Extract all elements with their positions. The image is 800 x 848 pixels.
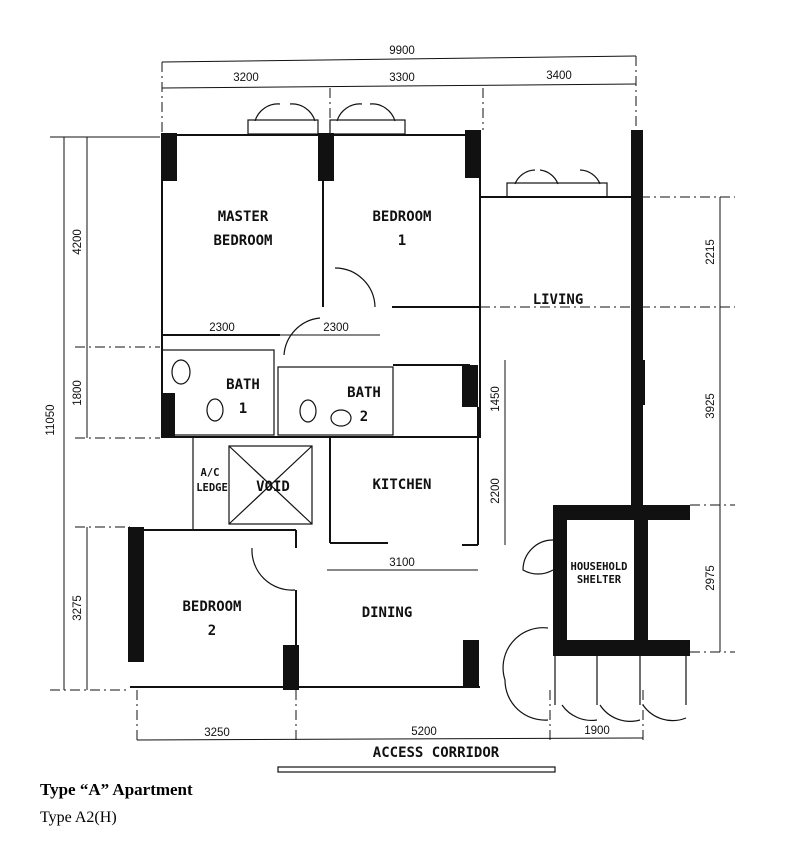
access-corridor-label: ACCESS CORRIDOR	[373, 745, 500, 761]
dim-top-total: 9900	[389, 45, 415, 57]
dim-left-total: 11050	[45, 404, 57, 435]
household-shelter-label-2: SHELTER	[577, 574, 622, 586]
dim-bath-2: 2300	[323, 322, 349, 334]
dim-right-3: 2975	[705, 565, 717, 591]
dim-left-2: 1800	[72, 380, 84, 406]
bedroom1-label: BEDROOM	[372, 209, 431, 225]
dim-bottom-1: 3250	[204, 727, 230, 739]
void-label: VOID	[256, 479, 290, 495]
bath1-number: 1	[239, 401, 247, 417]
dining-label: DINING	[362, 605, 413, 621]
ac-ledge-label-2: LEDGE	[196, 482, 228, 494]
household-shelter-label: HOUSEHOLD	[571, 561, 628, 573]
master-bedroom-label: MASTER	[218, 209, 269, 225]
bath2-label: BATH	[347, 385, 381, 401]
dim-bath-1: 2300	[209, 322, 235, 334]
dimension-lines	[50, 55, 735, 773]
dim-left-1: 4200	[72, 229, 84, 255]
kitchen-label: KITCHEN	[372, 477, 431, 493]
dim-kitchen-width: 3100	[389, 557, 415, 569]
bedroom1-number: 1	[398, 233, 406, 249]
dim-top-2: 3300	[389, 72, 415, 84]
dim-kitchen-1: 1450	[490, 386, 502, 412]
dim-bottom-3: 1900	[584, 725, 610, 737]
windows-doors	[171, 103, 608, 721]
bedroom2-label: BEDROOM	[182, 599, 241, 615]
dim-bottom-2: 5200	[411, 726, 437, 738]
dim-right-2: 3925	[705, 393, 717, 419]
apartment-type-subtitle: Type A2(H)	[40, 809, 117, 826]
dim-left-3: 3275	[72, 595, 84, 621]
dimension-labels: 9900 3200 3300 3400 11050 4200 1800 3275…	[45, 45, 717, 739]
bedroom2-number: 2	[208, 623, 216, 639]
room-labels: MASTER BEDROOM BEDROOM 1 LIVING BATH 1 B…	[182, 209, 627, 761]
bath2-number: 2	[360, 409, 368, 425]
living-label: LIVING	[533, 292, 584, 308]
ac-ledge-label: A/C	[201, 467, 220, 479]
dim-right-1: 2215	[705, 239, 717, 265]
walls	[128, 130, 690, 722]
dim-top-3: 3400	[546, 70, 572, 82]
apartment-type-title: Type “A” Apartment	[40, 780, 193, 799]
dim-top-1: 3200	[233, 72, 259, 84]
dim-kitchen-2: 2200	[490, 478, 502, 504]
bath1-label: BATH	[226, 377, 260, 393]
master-bedroom-label-2: BEDROOM	[213, 233, 272, 249]
